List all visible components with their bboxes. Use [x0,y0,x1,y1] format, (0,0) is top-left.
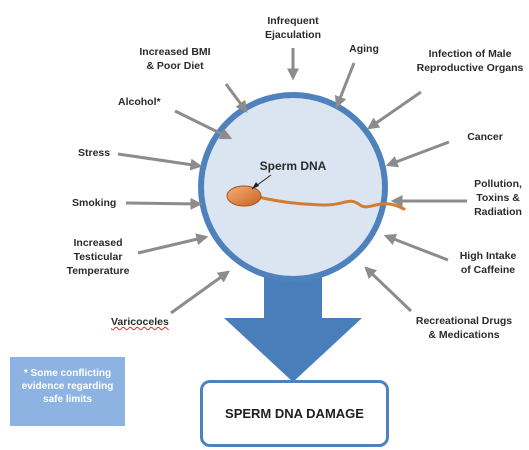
factor-testicular-temp: Increased Testicular Temperature [66,237,130,277]
factor-cancer: Cancer [467,131,503,143]
factor-pollution: Pollution, Toxins & Radiation [474,178,522,218]
sperm-illustration [226,174,406,211]
arrow-increased-bmi [224,83,248,113]
factor-infrequent-ejaculation: Infrequent Ejaculation [264,15,321,41]
arrow-infection [367,90,422,130]
factor-varicoceles: Varicoceles [111,316,169,328]
factor-increased-bmi: Increased BMI & Poor Diet [139,46,211,72]
arrow-recreational-drugs [364,266,413,313]
factor-recreational-drugs: Recreational Drugs & Medications [415,315,513,341]
arrow-varicoceles [170,270,230,315]
factor-stress: Stress [78,147,111,159]
factor-caffeine: High Intake of Caffeine [459,250,517,276]
factor-aging: Aging [349,43,379,55]
factor-smoking: Smoking [72,197,117,209]
arrow-alcohol [174,109,233,140]
big-down-arrow [224,255,362,382]
conflicting-evidence-note: * Some conflicting evidence regarding sa… [10,357,125,426]
arrow-testicular-temp [137,233,209,255]
outcome-box: SPERM DNA DAMAGE [200,380,389,447]
arrow-stress [117,152,203,171]
factor-alcohol: Alcohol* [118,96,161,108]
factor-infection: Infection of Male Reproductive Organs [416,48,524,74]
arrow-aging [334,62,356,109]
outcome-label: SPERM DNA DAMAGE [225,406,364,421]
center-label: Sperm DNA [259,159,327,173]
arrow-caffeine [383,233,449,262]
central-circle [198,92,388,282]
factor-arrows [117,48,467,315]
arrow-smoking [125,197,203,210]
arrow-cancer [385,140,450,168]
